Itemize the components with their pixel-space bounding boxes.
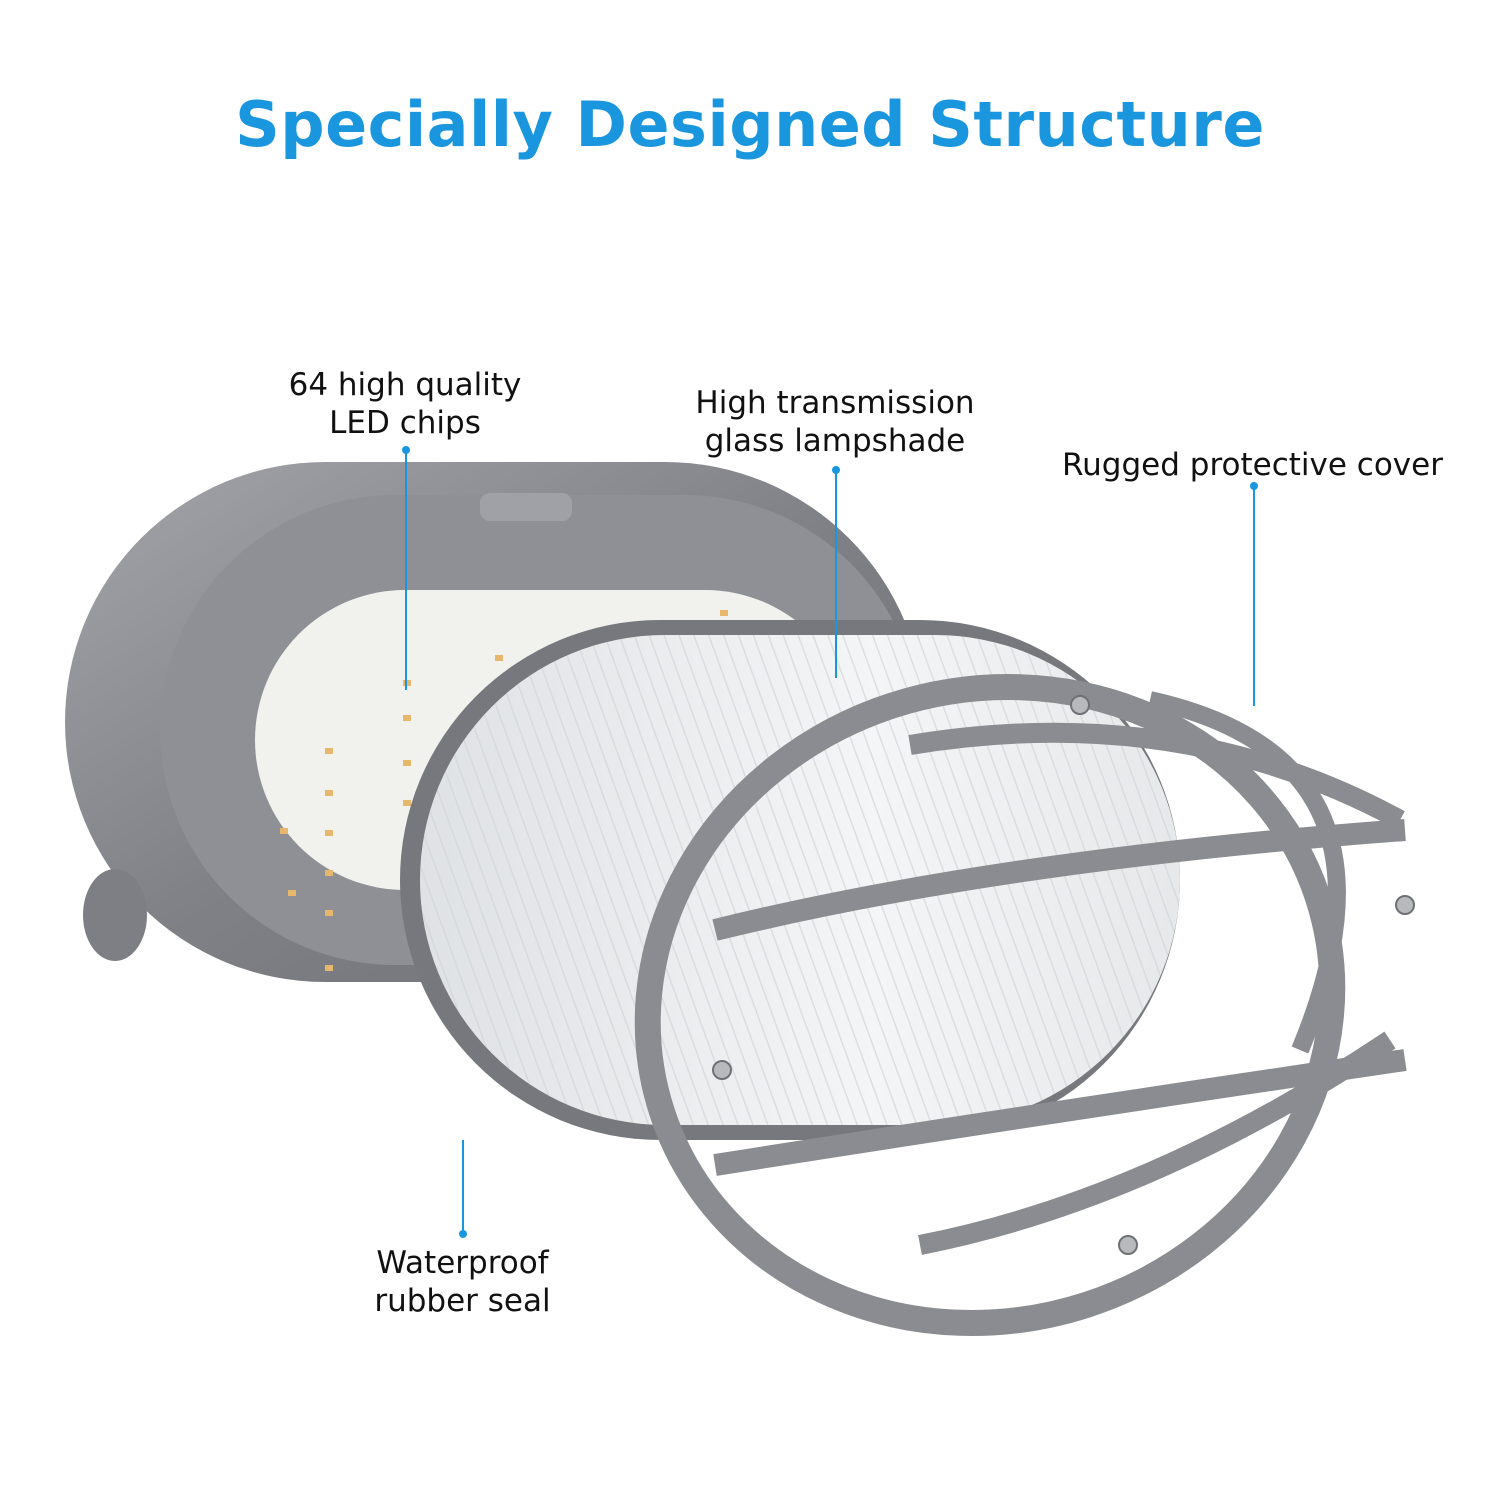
callout-led-chips-leader	[405, 450, 407, 690]
screws	[712, 695, 1415, 1255]
protective-cage	[634, 674, 1407, 1336]
callout-cover-leader	[1253, 486, 1255, 706]
callout-led-chips-line1: 64 high quality	[288, 367, 522, 403]
callout-cover-line1: Rugged protective cover	[1062, 447, 1443, 483]
callout-seal-leader	[462, 1140, 464, 1232]
callout-lampshade-line2: glass lampshade	[704, 423, 966, 459]
callout-seal: Waterproof rubber seal	[355, 1244, 570, 1320]
top-screw-boss	[480, 493, 572, 521]
page-title: Specially Designed Structure	[235, 88, 1265, 161]
glass-lampshade	[400, 620, 1180, 1140]
callout-lampshade-leader	[835, 470, 837, 678]
callout-cover: Rugged protective cover	[1045, 446, 1460, 484]
side-screw-boss	[83, 869, 147, 961]
callout-seal-line1: Waterproof	[376, 1245, 549, 1281]
callout-seal-dot	[459, 1230, 467, 1238]
callout-lampshade-line1: High transmission	[695, 385, 975, 421]
callout-led-chips: 64 high quality LED chips	[270, 366, 540, 442]
callout-led-chips-line2: LED chips	[329, 405, 481, 441]
callout-lampshade: High transmission glass lampshade	[680, 384, 990, 460]
callout-seal-line2: rubber seal	[374, 1283, 551, 1319]
